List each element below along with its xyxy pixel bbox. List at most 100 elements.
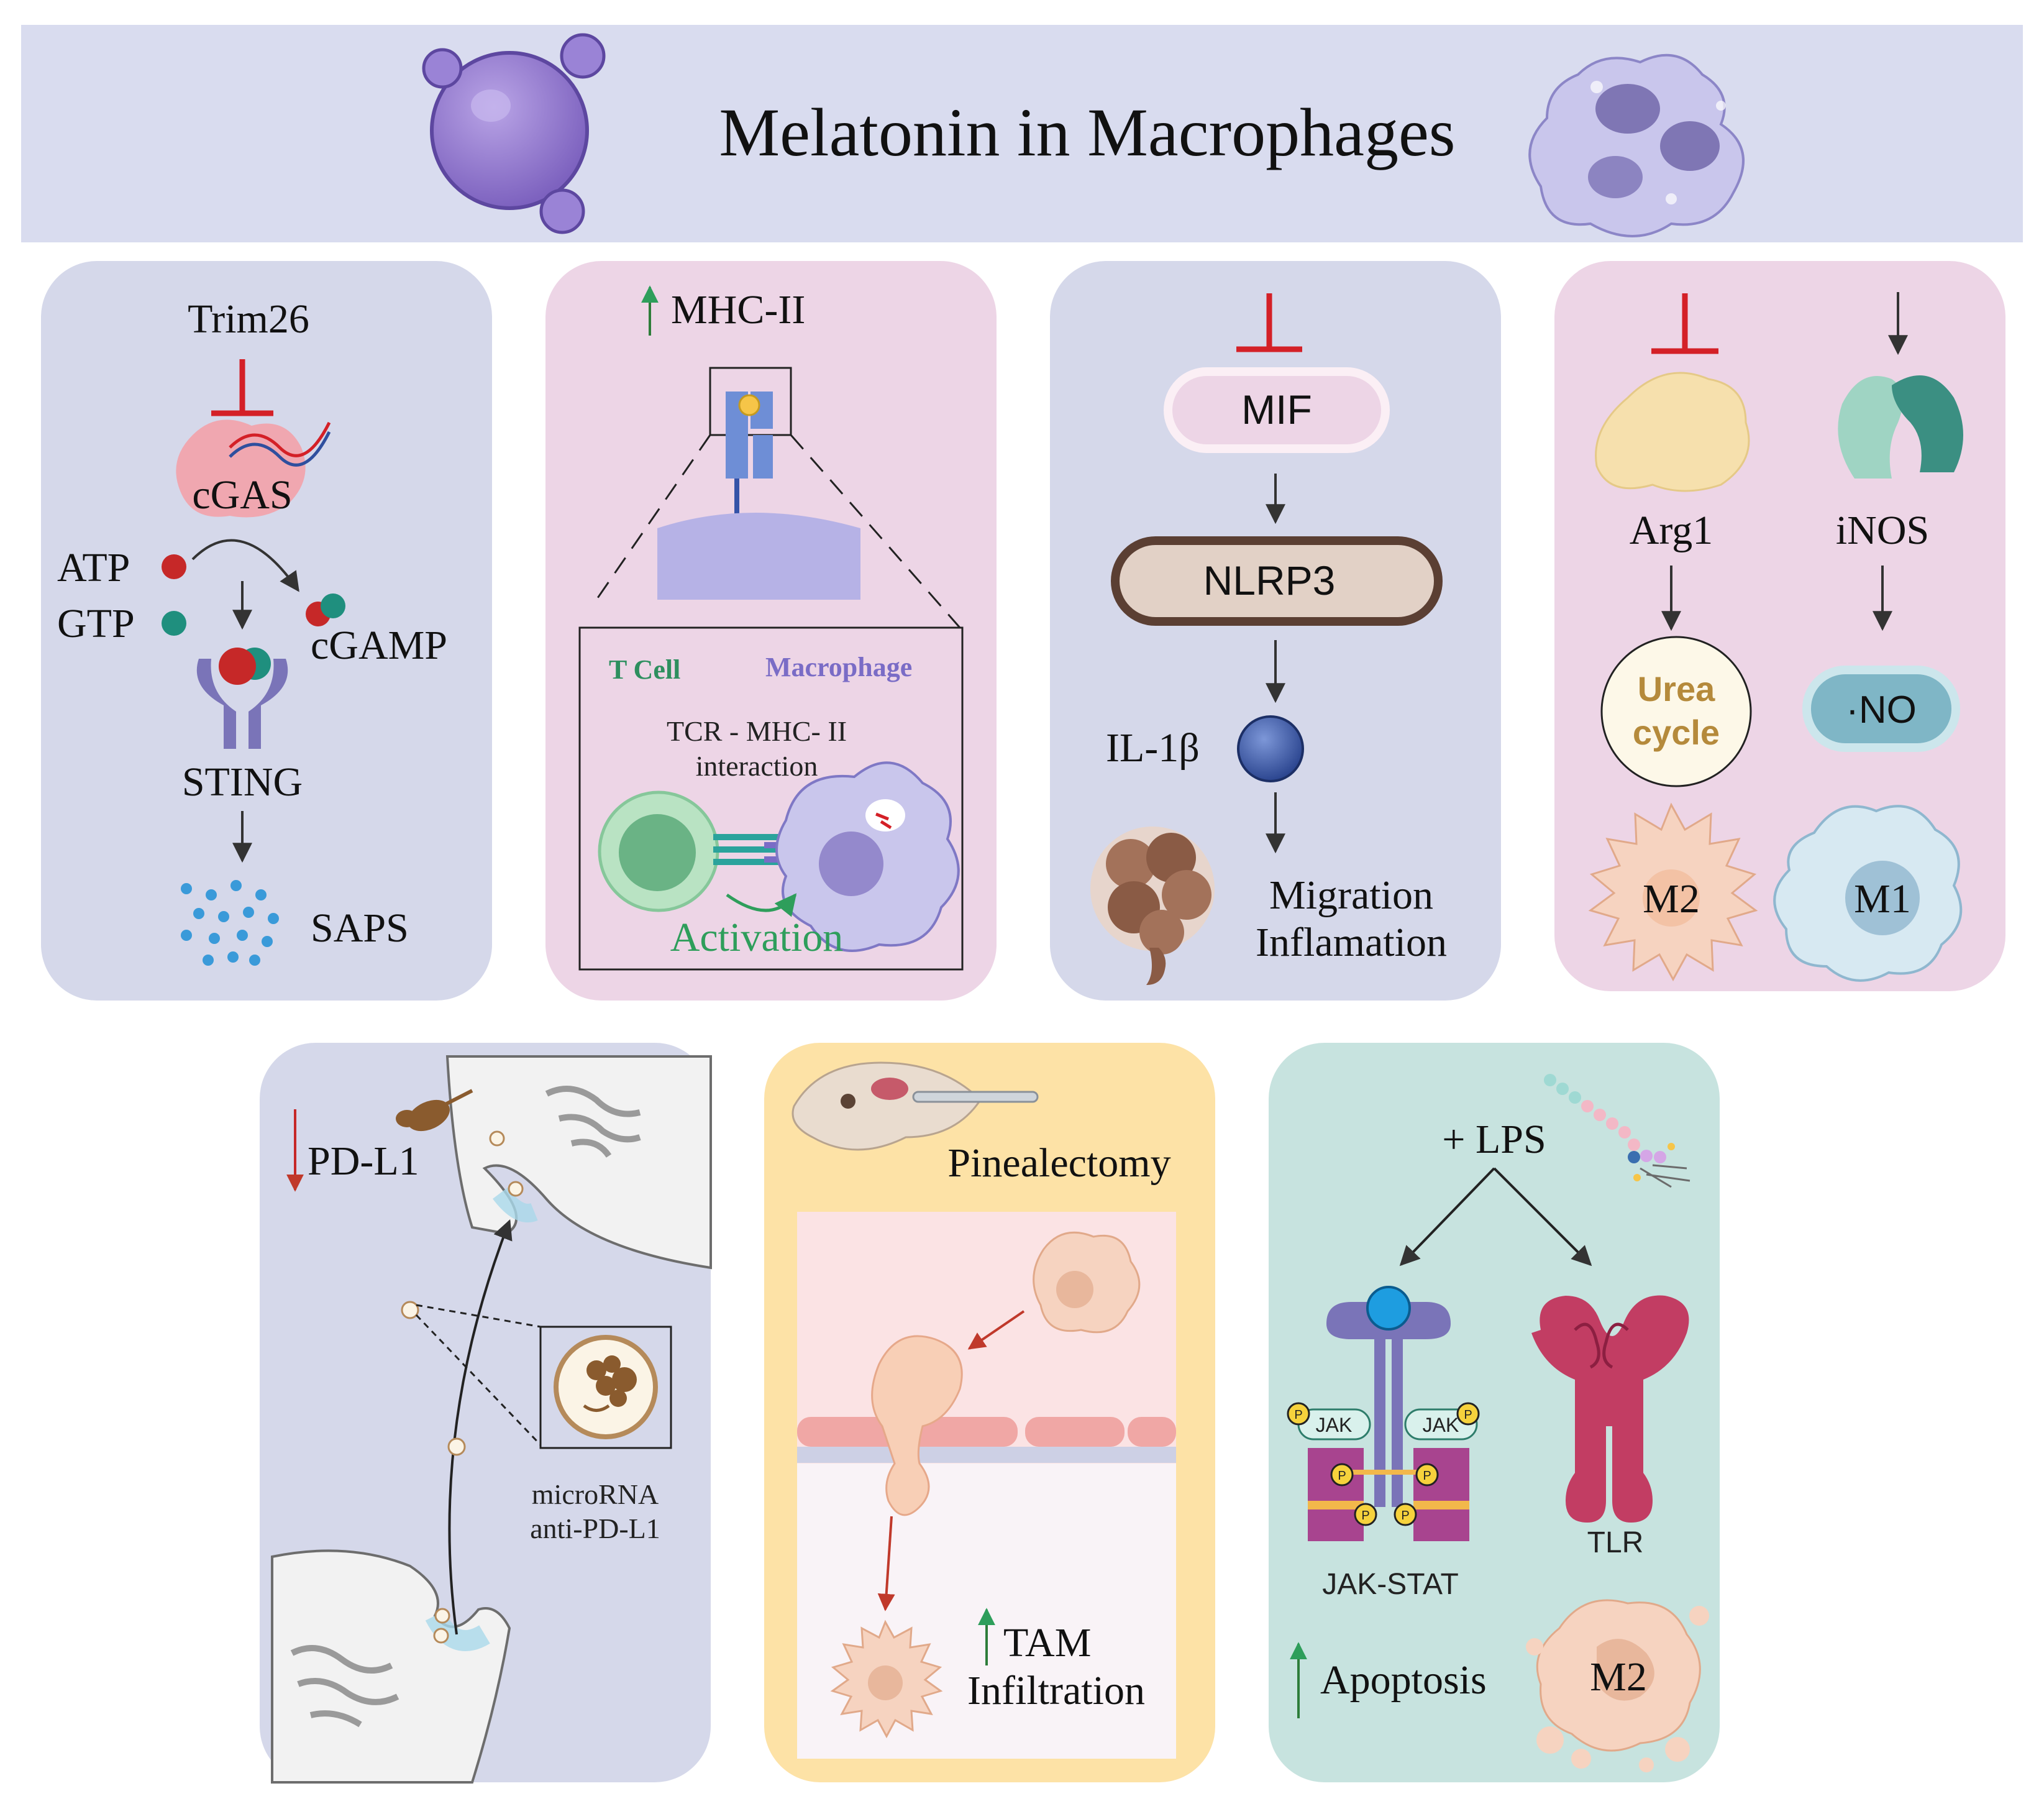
no-box [1802,666,1960,752]
lps-label: + LPS [1442,1117,1546,1162]
cgas-enzyme-icon [176,419,331,518]
svg-text:P: P [1361,1509,1369,1523]
panel-arg-inos: Arg1 iNOS Urea cycle ·NO M2 M1 [1554,261,2005,991]
tam-cell-icon [830,1619,943,1739]
panel-cgas-sting: Trim26 cGAS ATP GTP cGAMP STING [41,261,492,1001]
mif-label: MIF [1241,387,1312,433]
gtp-label: GTP [57,601,135,646]
saps-particles-icon [181,880,279,966]
tam-label: TAM [1003,1620,1091,1665]
migration-arrow [967,1310,1025,1350]
exosome-inset-box [539,1326,672,1449]
apoptosis-m2-label: M2 [1590,1654,1647,1700]
microrna-label-2: anti-PD-L1 [530,1513,660,1544]
atp-label: ATP [57,545,130,590]
panel-mhc: MHC-II T Cell Macrophage TCR - MHC- II i… [545,261,997,1001]
jak-left-label: JAK [1316,1414,1353,1436]
pdl1-label: PD-L1 [308,1138,419,1184]
jak-right-label: JAK [1423,1414,1459,1436]
phosphate-icon: P [1394,1503,1417,1526]
infiltration-arrow [877,1516,895,1611]
interaction-label-2: interaction [696,750,818,782]
cgas-label: cGAS [192,472,292,518]
macrophage-label: Macrophage [765,652,912,682]
nlrp3-label: NLRP3 [1203,557,1336,603]
zoom-line-2 [415,1314,542,1446]
phosphate-icon: P [1456,1402,1480,1426]
tlr-label: TLR [1587,1526,1644,1559]
sting-label: STING [182,759,303,805]
panel-mif: MIF NLRP3 IL-1β Migration Inflamation [1050,261,1501,1001]
bacterium-icon [396,1089,473,1132]
il1b-sphere-icon [1237,715,1304,782]
endothelium-icon [797,1417,1176,1463]
svg-text:P: P [1338,1469,1346,1483]
activation-label: Activation [670,915,844,960]
urea-label-1: Urea [1638,669,1715,708]
apoptosis-label: Apoptosis [1320,1657,1487,1703]
t-cell-icon [598,790,719,912]
infiltration-label: Infiltration [967,1668,1145,1713]
migration-label: Migration [1269,873,1433,918]
receiving-cell-icon [445,1055,712,1270]
pinealectomy-label: Pinealectomy [947,1140,1170,1186]
macrophage-cluster-icon [1528,53,1745,237]
panel-pdl1: PD-L1 microRNA [260,1043,712,1784]
m1-label: M1 [1854,876,1911,922]
inflamation-label: Inflamation [1256,920,1447,965]
inset-box [578,626,964,971]
inos-enzyme-icon [1838,375,1963,479]
svg-text:P: P [1294,1408,1302,1422]
zoom-line-right [790,434,961,628]
cgamp-label: cGAMP [311,623,447,668]
phosphate-icon: P [1330,1463,1354,1486]
tcell-label: T Cell [609,654,680,685]
membrane-icon [657,513,860,600]
zoom-line-left [595,434,711,600]
no-label: ·NO [1846,689,1917,731]
tumor-cluster-icon [1090,827,1215,985]
microrna-icon [583,1355,637,1412]
m2-macrophage-icon [1588,802,1758,982]
urea-label-2: cycle [1633,713,1720,752]
lps-molecule-icon [1544,1074,1690,1188]
urea-cycle-circle [1600,636,1752,787]
interaction-label-1: TCR - MHC- II [667,715,847,747]
svg-text:P: P [1401,1509,1409,1523]
arg1-label: Arg1 [1630,508,1713,553]
cell-sphere-icon [422,33,606,234]
macrophage-cell-icon [775,761,960,952]
branch-arrow-left [1399,1167,1495,1267]
jak-stat-receptor-icon [1308,1286,1469,1541]
mhc-receptor-icon [709,367,792,556]
branch-arrow-right [1493,1167,1592,1267]
nlrp3-box [1111,536,1443,626]
cgamp-dots [306,593,345,626]
m2-label: M2 [1643,876,1700,922]
inhibit-icon [1236,293,1302,352]
header: Melatonin in Macrophages [21,25,2023,242]
panel-pinealectomy: Pinealectomy TAM Infiltration [764,1043,1215,1782]
svg-text:P: P [1464,1408,1472,1422]
gtp-dot [162,611,186,636]
phosphate-icon: P [1415,1463,1439,1486]
sting-receptor-icon [196,648,288,749]
apoptotic-m2-icon [1526,1599,1709,1772]
phosphate-icon: P [1287,1402,1310,1426]
panel-lps: + LPS JAK JA [1269,1043,1720,1782]
microrna-label-1: microRNA [532,1478,659,1510]
inhibit-icon [211,359,273,416]
transport-arrow [448,1219,513,1635]
activation-arrow [726,893,797,917]
il1b-label: IL-1β [1106,725,1200,771]
mhc-label: MHC-II [671,287,805,332]
monocyte-icon [1033,1231,1141,1334]
phosphate-icon: P [1354,1503,1377,1526]
arg1-enzyme-icon [1595,372,1750,492]
page-title: Melatonin in Macrophages [719,94,1455,170]
inos-label: iNOS [1836,508,1929,553]
svg-text:P: P [1423,1469,1431,1483]
jakstat-label: JAK-STAT [1322,1568,1459,1601]
mif-box [1164,367,1390,453]
